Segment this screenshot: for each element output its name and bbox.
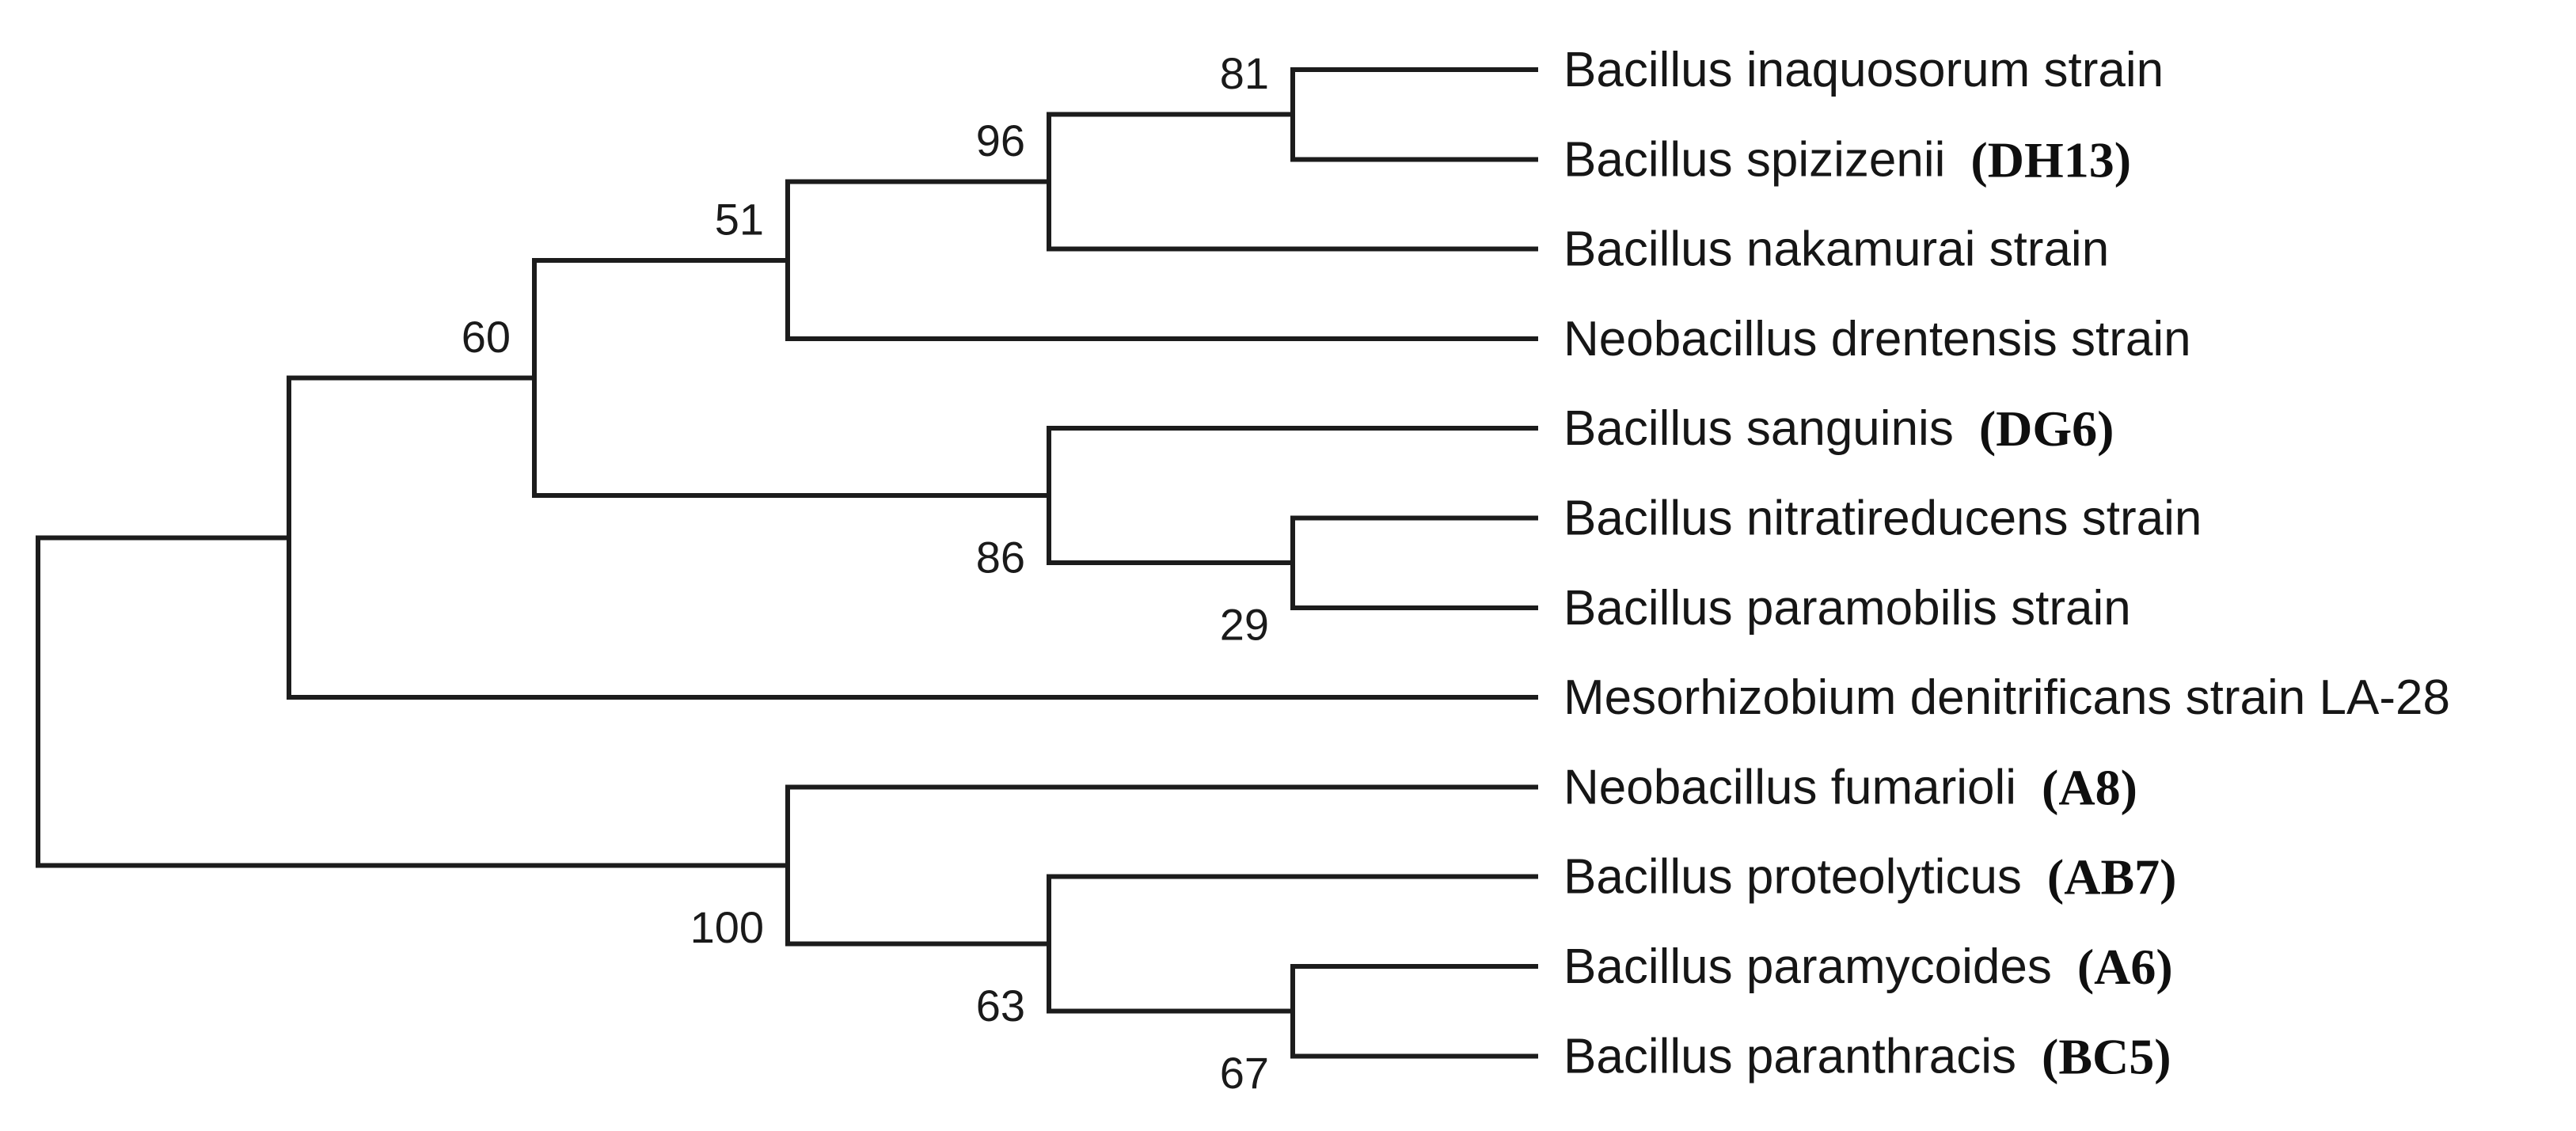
tip-name: Bacillus inaquosorum strain xyxy=(1563,43,2164,97)
tip-name: Neobacillus drentensis strain xyxy=(1563,311,2191,366)
tip-label: Bacillus spizizenii (DH13) xyxy=(1563,131,2131,188)
tip-label: Bacillus nakamurai strain xyxy=(1563,222,2109,276)
tip-strain-code: (AB7) xyxy=(2035,848,2177,905)
tip-name: Bacillus paramycoides xyxy=(1563,939,2052,994)
tip-strain-code: (A6) xyxy=(2065,939,2173,995)
tip-name: Mesorhizobium denitrificans strain LA-28 xyxy=(1563,670,2450,725)
bootstrap-value-label: 29 xyxy=(1220,600,1269,650)
tip-label: Bacillus nitratireducens strain xyxy=(1563,491,2202,545)
tip-strain-code: (BC5) xyxy=(2029,1028,2171,1084)
branch-lines-group xyxy=(36,67,1538,1059)
bootstrap-value-label: 63 xyxy=(976,981,1025,1030)
tip-label: Bacillus paranthracis (BC5) xyxy=(1563,1028,2171,1084)
tip-name: Bacillus sanguinis xyxy=(1563,401,1954,456)
bootstrap-value-label: 86 xyxy=(976,533,1025,583)
tip-name: Bacillus nitratireducens strain xyxy=(1563,491,2202,545)
tip-label: Bacillus sanguinis (DG6) xyxy=(1563,400,2114,457)
bootstrap-value-label: 96 xyxy=(976,116,1025,165)
tip-name: Bacillus proteolyticus xyxy=(1563,849,2022,904)
tip-label: Mesorhizobium denitrificans strain LA-28 xyxy=(1563,670,2450,725)
tip-label: Neobacillus drentensis strain xyxy=(1563,311,2191,366)
tip-name: Bacillus nakamurai strain xyxy=(1563,222,2109,276)
tip-strain-code: (DH13) xyxy=(1958,131,2131,188)
tip-label: Bacillus proteolyticus (AB7) xyxy=(1563,848,2176,905)
bootstrap-value-label: 60 xyxy=(462,312,511,362)
tip-strain-code: (DG6) xyxy=(1966,400,2114,457)
bootstrap-value-label: 81 xyxy=(1220,48,1269,98)
tip-name: Bacillus paramobilis strain xyxy=(1563,580,2131,635)
tip-label: Bacillus paramobilis strain xyxy=(1563,580,2131,635)
bootstrap-value-label: 51 xyxy=(715,194,764,244)
tip-label: Bacillus paramycoides (A6) xyxy=(1563,939,2173,995)
tip-label: Bacillus inaquosorum strain xyxy=(1563,43,2164,97)
tip-name: Bacillus spizizenii xyxy=(1563,132,1945,187)
tip-name: Bacillus paranthracis xyxy=(1563,1029,2016,1084)
bootstrap-value-label: 67 xyxy=(1220,1048,1269,1098)
tip-label: Neobacillus fumarioli (A8) xyxy=(1563,759,2137,815)
tip-strain-code: (A8) xyxy=(2029,759,2137,815)
tip-name: Neobacillus fumarioli xyxy=(1563,760,2016,814)
bootstrap-value-label: 100 xyxy=(690,902,764,952)
